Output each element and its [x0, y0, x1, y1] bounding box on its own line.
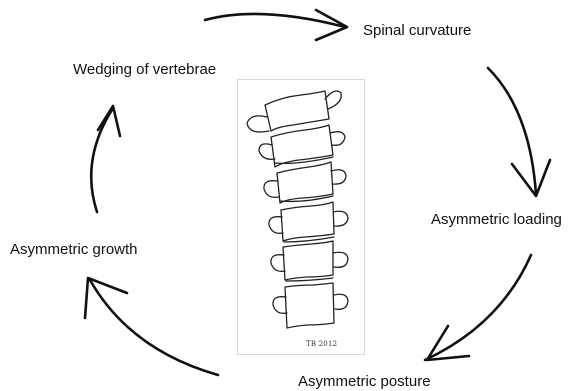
arrow-wedging-to-curvature: [205, 14, 345, 27]
spine-drawing: [237, 79, 365, 355]
label-asymmetric-posture: Asymmetric posture: [298, 373, 431, 391]
arrow-posture-to-growth: [90, 280, 218, 375]
label-spinal-curvature: Spinal curvature: [363, 22, 471, 40]
label-asymmetric-growth: Asymmetric growth: [10, 241, 138, 259]
arrow-head-right: [512, 160, 550, 196]
spine-illustration: [237, 79, 365, 355]
label-wedging-of-vertebrae: Wedging of vertebrae: [73, 61, 216, 79]
arrow-loading-to-posture: [425, 255, 531, 360]
illustration-signature: TB 2012: [306, 340, 337, 348]
arrow-curvature-to-loading: [488, 68, 536, 194]
label-asymmetric-loading: Asymmetric loading: [431, 211, 562, 229]
